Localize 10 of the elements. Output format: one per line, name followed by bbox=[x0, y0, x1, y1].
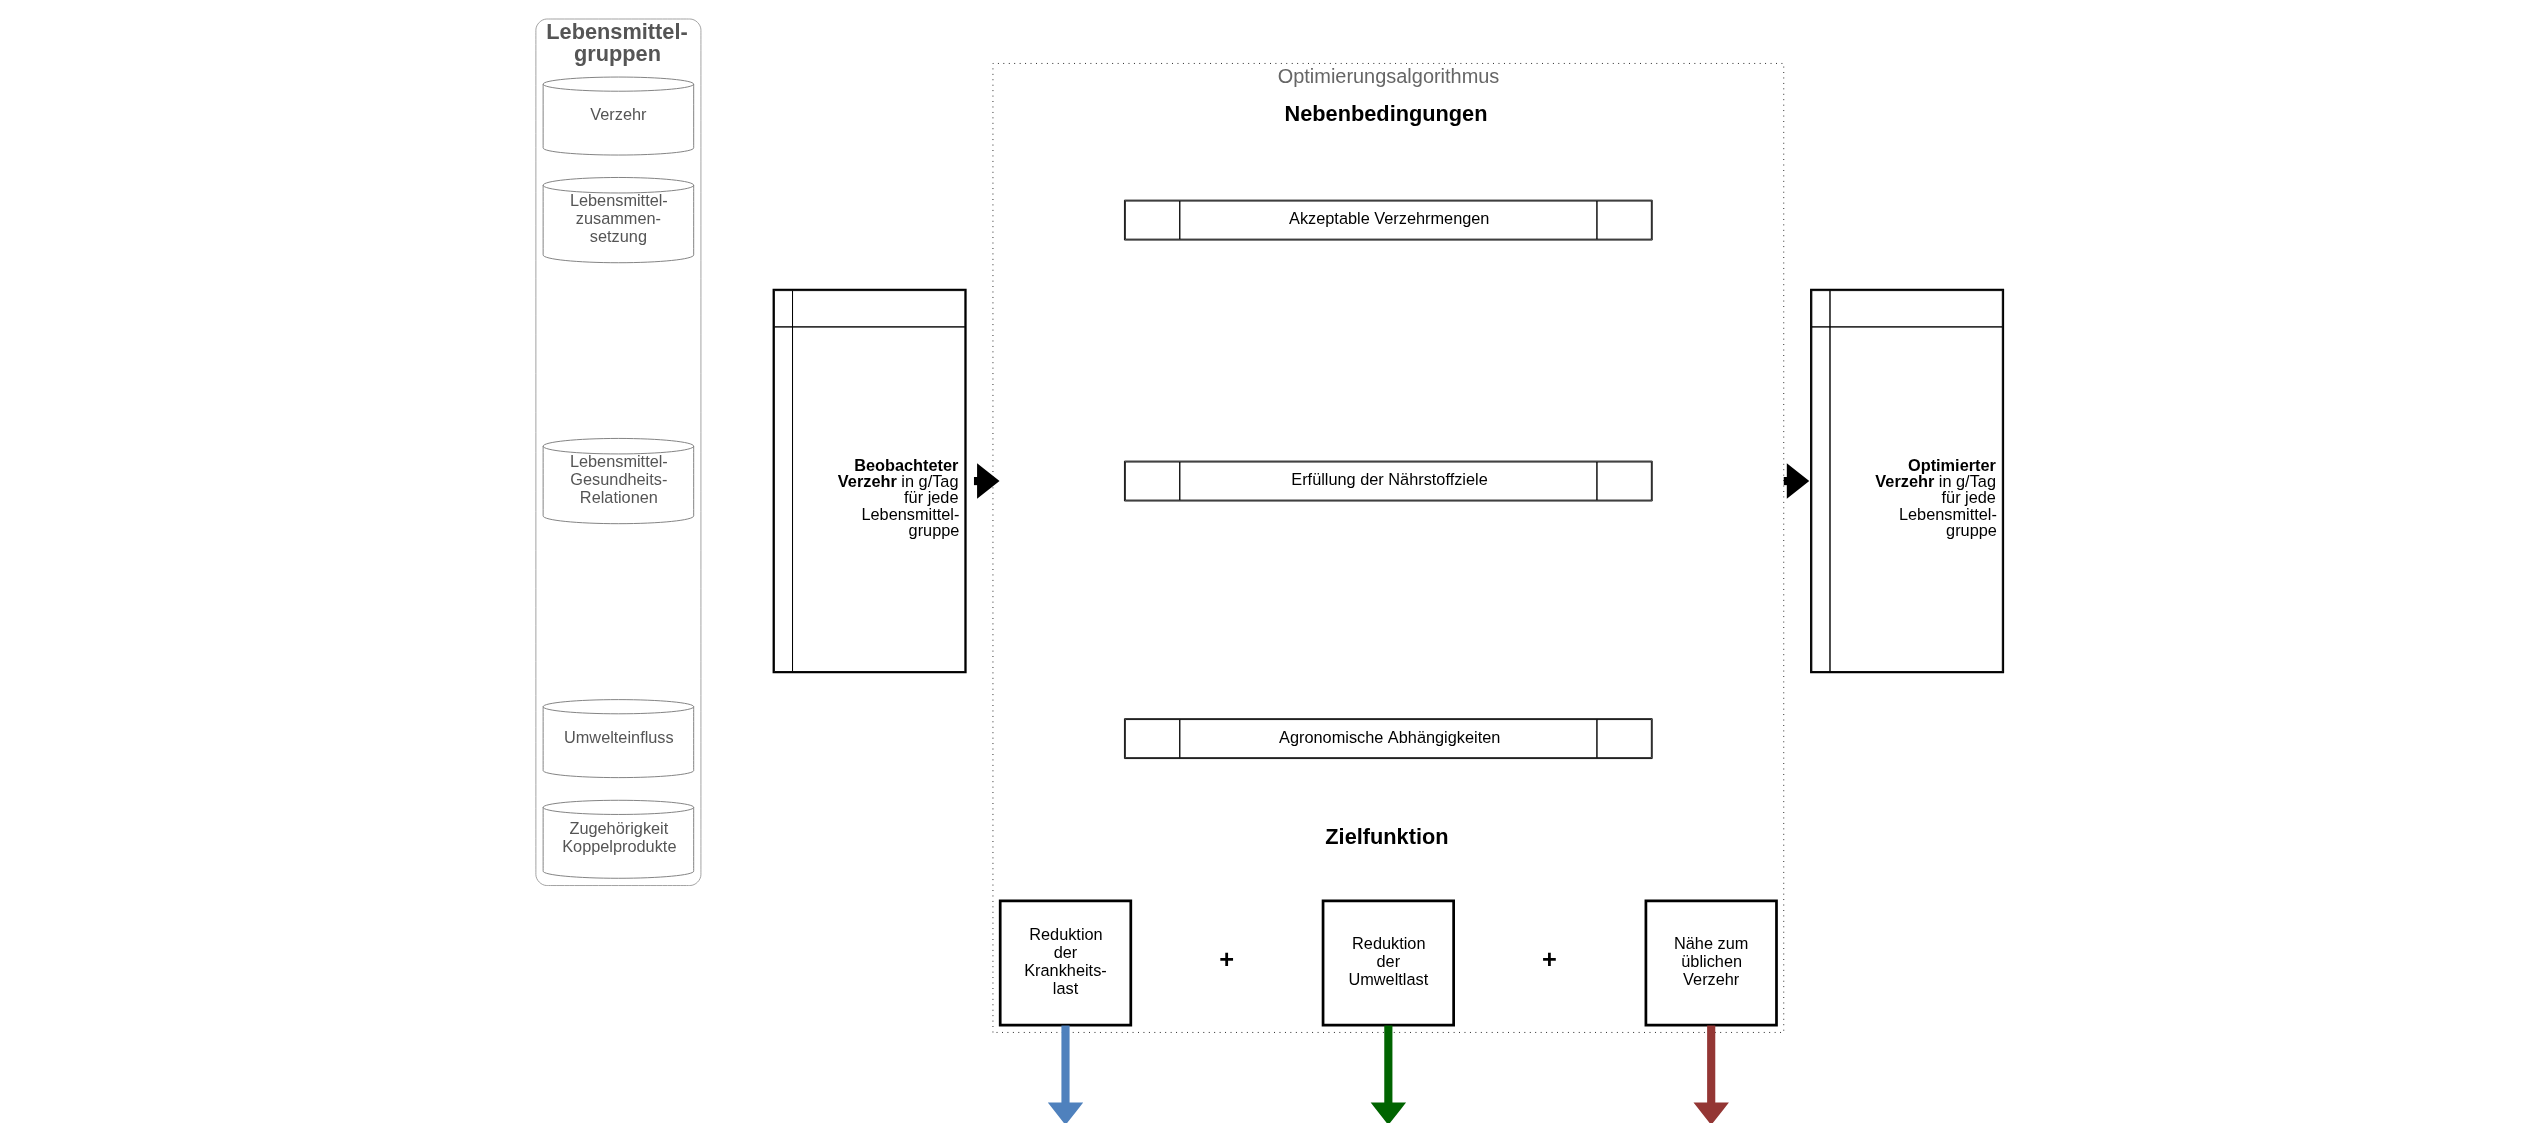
label: + bbox=[1541, 945, 1557, 974]
node-box: Reduktion der Krankheits- last bbox=[998, 899, 1132, 1027]
arrow bbox=[1047, 1025, 1083, 1123]
label: Nebenbedingungen bbox=[1284, 100, 1488, 126]
label: Zielfunktion bbox=[1324, 823, 1449, 849]
label: + bbox=[1218, 945, 1234, 974]
arrow bbox=[1370, 1025, 1406, 1123]
node-box: Reduktion der Umweltlast bbox=[1321, 899, 1455, 1027]
node-box: Nähe zum üblichen Verzehr bbox=[1644, 899, 1778, 1027]
arrow bbox=[1693, 1025, 1729, 1123]
